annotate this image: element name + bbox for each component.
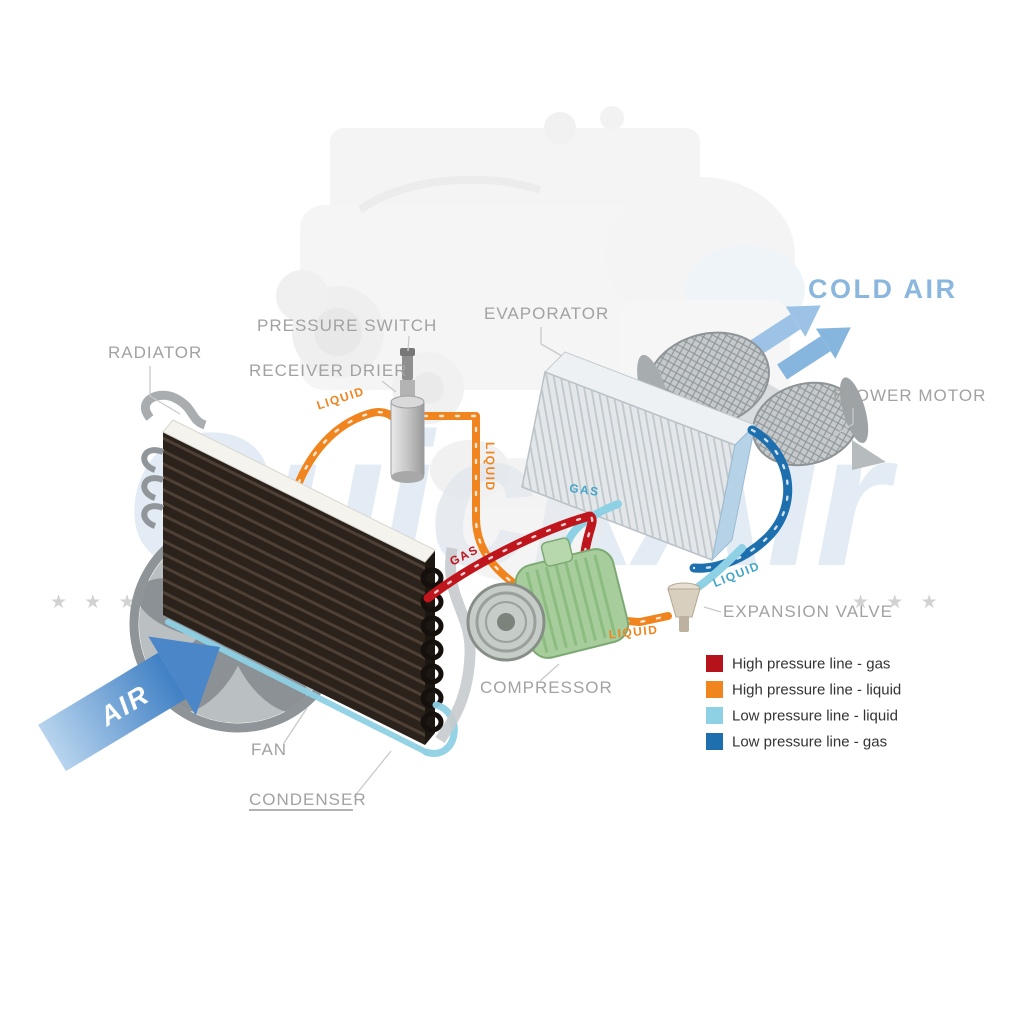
cold-air-arrow-2 xyxy=(777,327,851,380)
leader-radiator xyxy=(149,366,181,415)
evaporator-graphic xyxy=(521,351,756,562)
leader-receiver-drier xyxy=(381,380,397,393)
leader-fan xyxy=(283,707,308,744)
radiator-label: RADIATOR xyxy=(108,343,202,362)
cold-air-arrows xyxy=(747,305,851,380)
expansion-valve-graphic xyxy=(667,582,701,632)
blower-motor-label: BLOWER MOTOR xyxy=(833,386,986,405)
legend-label-low-gas: Low pressure line - gas xyxy=(732,734,887,751)
legend-label-high-liquid: High pressure line - liquid xyxy=(732,682,901,699)
condenser-top-face xyxy=(162,419,436,563)
pipe-condenser-bottom-hook xyxy=(422,701,458,757)
gas-label-to-compressor: GAS xyxy=(568,481,600,499)
compressor-label: COMPRESSOR xyxy=(480,678,613,697)
watermark-stars-left: ★ ★ ★ xyxy=(50,592,142,613)
radiator-graphic xyxy=(140,390,207,430)
liquid-label-drier-down: LIQUID xyxy=(483,442,497,492)
fan-label: FAN xyxy=(251,740,287,759)
liquid-label-to-valve: LIQUID xyxy=(608,622,659,641)
legend-label-high-gas: High pressure line - gas xyxy=(732,656,890,673)
leader-blower-motor xyxy=(829,408,854,439)
condenser-graphic xyxy=(141,419,444,745)
pipe-low-pressure-gas-flow-dashes xyxy=(692,428,789,570)
cold-air-label: COLD AIR xyxy=(808,274,958,304)
legend-label-low-liquid: Low pressure line - liquid xyxy=(732,708,898,725)
leader-condenser xyxy=(353,750,392,798)
condenser-tube-bends xyxy=(420,567,444,733)
pipe-condenser-bottom xyxy=(165,619,429,755)
evaporator-label: EVAPORATOR xyxy=(484,304,609,323)
compressor-graphic xyxy=(466,537,630,662)
legend-swatch-low-gas xyxy=(706,733,723,750)
cold-air-arrow-1 xyxy=(747,305,821,358)
leader-lines xyxy=(149,327,854,811)
watermark-stars-right: ★ ★ ★ xyxy=(852,592,944,613)
component-labels: RADIATOR PRESSURE SWITCH RECEIVER DRIER … xyxy=(108,304,986,809)
legend: High pressure line - gas High pressure l… xyxy=(706,655,901,751)
pressure-switch-graphic xyxy=(402,354,413,380)
pressure-switch-label: PRESSURE SWITCH xyxy=(257,316,437,335)
legend-swatch-low-liquid xyxy=(706,707,723,724)
expansion-valve-label: EXPANSION VALVE xyxy=(723,602,893,621)
condenser-label: CONDENSER xyxy=(249,790,367,809)
condenser-left-loops xyxy=(141,447,165,529)
receiver-drier-graphic xyxy=(390,348,425,483)
pipe-red-flow-dashes xyxy=(426,514,594,600)
pipe-valve-to-evaporator xyxy=(690,544,746,594)
air-arrow: AIR xyxy=(38,636,221,772)
leader-compressor xyxy=(539,663,560,682)
legend-swatch-high-gas xyxy=(706,655,723,672)
leader-expansion-valve xyxy=(703,606,722,613)
legend-swatch-high-liquid xyxy=(706,681,723,698)
receiver-drier-label: RECEIVER DRIER xyxy=(249,361,408,380)
leader-pressure-switch xyxy=(407,335,410,352)
leader-evaporator xyxy=(540,327,563,357)
